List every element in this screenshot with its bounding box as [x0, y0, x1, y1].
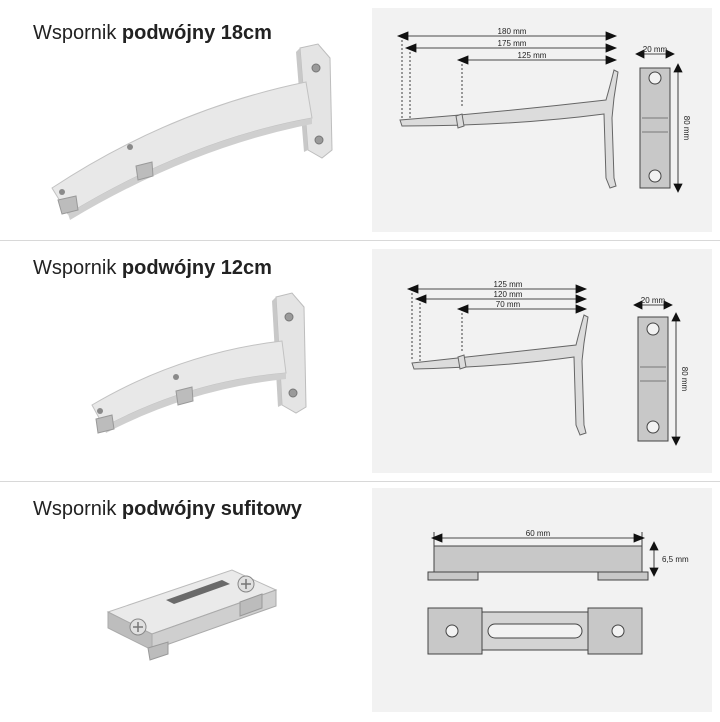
divider: [0, 240, 720, 241]
dim-height: 80 mm: [682, 116, 691, 141]
section-title: Wspornik podwójny 18cm: [33, 22, 272, 45]
dim-height: 6,5 mm: [662, 555, 689, 564]
dim-70: 70 mm: [496, 300, 521, 309]
dim-width: 20 mm: [643, 45, 668, 54]
dim-width: 20 mm: [641, 296, 666, 305]
product-section-18cm: Wspornik podwójny 18cm: [0, 0, 720, 240]
title-bold: podwójny sufitowy: [121, 498, 302, 520]
title-prefix: Wspornik: [33, 257, 122, 279]
dim-125: 125 mm: [494, 280, 523, 289]
title-prefix: Wspornik: [33, 498, 122, 520]
product-section-ceiling: Wspornik podwójny sufitowy 60 mm 6,5 mm: [0, 482, 720, 720]
bracket-photo-18cm: [51, 43, 333, 220]
product-section-12cm: Wspornik podwójny 12cm 125 mm: [0, 241, 720, 481]
dim-175: 175 mm: [498, 39, 527, 48]
dim-180: 180 mm: [498, 27, 527, 36]
dim-120: 120 mm: [494, 290, 523, 299]
title-prefix: Wspornik: [33, 22, 122, 44]
title-bold: podwójny 12cm: [121, 257, 272, 279]
technical-drawing-12cm: 125 mm 120 mm 70 mm 20 mm 80 mm: [372, 249, 712, 473]
ceiling-bracket-photo: [106, 569, 278, 661]
dim-125: 125 mm: [518, 51, 547, 60]
divider: [0, 481, 720, 482]
bracket-photo-12cm: [91, 292, 307, 434]
technical-drawing-18cm: 180 mm 175 mm 125 mm 20 mm 80 mm: [372, 8, 712, 232]
technical-drawing-ceiling: 60 mm 6,5 mm: [372, 488, 712, 712]
section-title: Wspornik podwójny sufitowy: [33, 498, 302, 521]
section-title: Wspornik podwójny 12cm: [33, 257, 272, 280]
title-bold: podwójny 18cm: [121, 22, 272, 44]
dim-height: 80 mm: [680, 367, 689, 392]
dim-length: 60 mm: [526, 529, 551, 538]
